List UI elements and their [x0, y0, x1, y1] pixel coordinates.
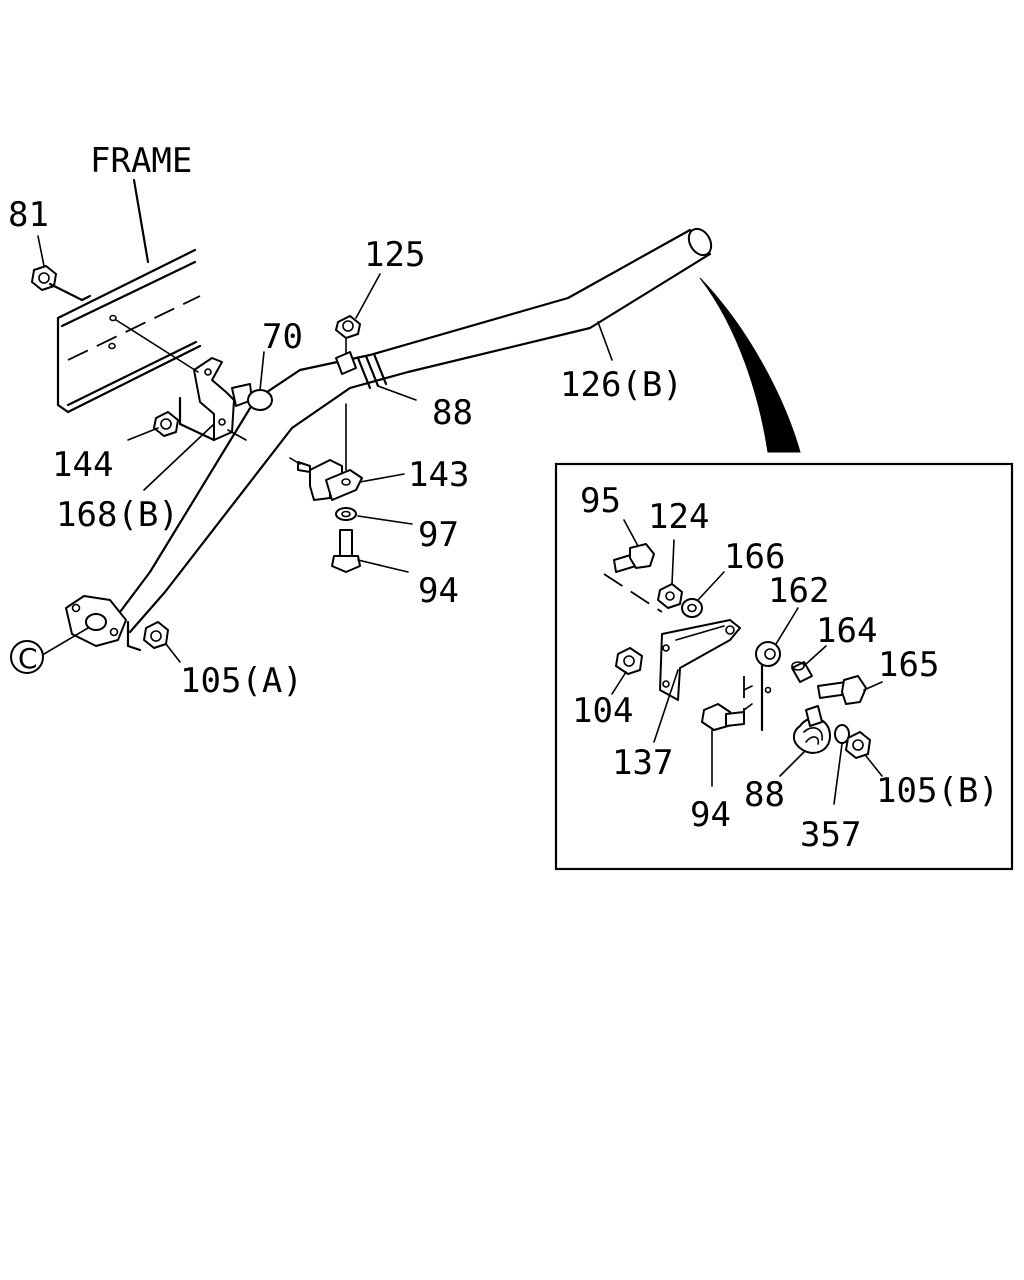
- inset-leader-105b: [865, 755, 883, 777]
- exhaust-pipe-126b: [118, 227, 713, 634]
- part-144-nut: [153, 411, 179, 437]
- label-143: 143: [408, 455, 469, 495]
- leader-97: [357, 515, 413, 525]
- label-97: 97: [418, 515, 459, 555]
- part-97-washer: [335, 507, 357, 521]
- inset-part-94-bolt: [701, 703, 745, 731]
- inset-leader-137: [653, 669, 679, 743]
- inset-label-137: 137: [612, 743, 673, 783]
- detail-arrow: [699, 277, 801, 453]
- leader-94a: [357, 559, 409, 573]
- label-94a: 94: [418, 571, 459, 611]
- leader-105a: [165, 643, 181, 663]
- callout-c-label: C: [18, 642, 38, 675]
- part-81-nut: [31, 265, 84, 302]
- inset-part-165-bolt: [817, 675, 867, 705]
- inset-label-105b: 105(B): [876, 771, 999, 811]
- inset-label-164: 164: [816, 611, 877, 651]
- callout-c-circle: [10, 640, 44, 674]
- leader-144: [127, 427, 159, 441]
- frame-leader-line: [132, 178, 150, 264]
- clamp-top: [335, 351, 357, 471]
- part-168b-bracket: [115, 319, 247, 442]
- inset-part-162-bushing: [755, 641, 781, 667]
- label-70: 70: [262, 317, 303, 357]
- inset-leader-88b: [779, 751, 805, 777]
- label-168b: 168(B): [56, 495, 179, 535]
- inset-label-95: 95: [580, 481, 621, 521]
- inset-leader-164: [805, 645, 827, 665]
- label-126b: 126(B): [560, 365, 683, 405]
- inset-leader-165: [863, 681, 883, 691]
- part-105a-nut: [143, 621, 169, 649]
- inset-label-162: 162: [768, 571, 829, 611]
- inset-label-88b: 88: [744, 775, 785, 815]
- detail-inset-box: [554, 462, 1014, 871]
- inset-leader-162: [775, 607, 799, 645]
- label-105a: 105(A): [180, 661, 303, 701]
- inset-label-94b: 94: [690, 795, 731, 835]
- inset-part-88-clamp: [793, 705, 831, 754]
- inset-label-165: 165: [878, 645, 939, 685]
- label-88a: 88: [432, 393, 473, 433]
- leader-168b: [143, 423, 215, 491]
- label-125: 125: [364, 235, 425, 275]
- leader-126b: [597, 321, 613, 361]
- part-143-hanger: [289, 457, 363, 501]
- inset-leader-95: [623, 519, 639, 547]
- part-94-bolt: [331, 529, 361, 573]
- leader-143: [359, 473, 405, 483]
- inset-label-357: 357: [800, 815, 861, 855]
- inset-part-95-bolt: [603, 543, 663, 613]
- inset-part-357-washer: [834, 724, 850, 744]
- inset-part-104-nut: [615, 647, 643, 675]
- leader-88a: [377, 385, 417, 401]
- inset-label-104: 104: [572, 691, 633, 731]
- inset-leader-124: [671, 539, 675, 585]
- inset-part-137-bracket: [659, 619, 741, 701]
- part-70-bolt: [231, 383, 273, 411]
- pipe-inlet-flange: [43, 595, 142, 655]
- inset-part-164-collar: [791, 661, 813, 683]
- inset-label-166: 166: [724, 537, 785, 577]
- label-81: 81: [8, 195, 49, 235]
- inset-part-166-washer: [681, 598, 703, 618]
- label-144: 144: [52, 445, 113, 485]
- part-125-nut: [335, 315, 361, 355]
- inset-leader-357: [833, 743, 843, 805]
- inset-leader-166: [697, 571, 725, 601]
- frame-label: FRAME: [90, 141, 192, 181]
- inset-part-105b-nut: [845, 731, 871, 759]
- leader-70: [259, 351, 265, 391]
- inset-leader-104: [611, 671, 627, 695]
- leader-81: [37, 235, 45, 267]
- frame-rail: [56, 248, 202, 414]
- inset-label-124: 124: [648, 497, 709, 537]
- inset-mount-plate: [743, 664, 772, 732]
- leader-125: [355, 273, 381, 319]
